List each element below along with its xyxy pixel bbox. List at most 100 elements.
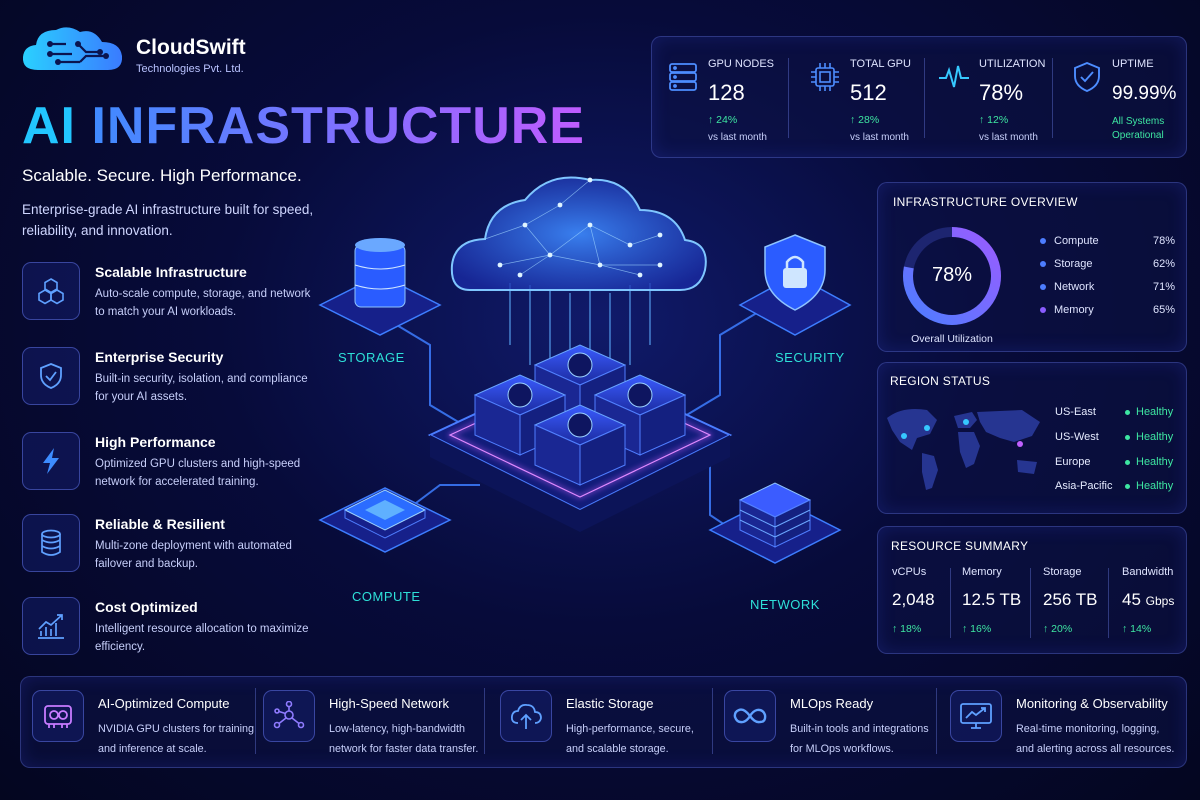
- resource-label: vCPUs: [892, 566, 927, 578]
- resource-change: ↑ 20%: [1043, 623, 1073, 635]
- stat-total-gpu: TOTAL GPU 512 ↑ 28% vs last month: [800, 48, 925, 148]
- feature-description: Multi-zone deployment with automated fai…: [95, 540, 292, 570]
- region-name: US-West: [1055, 431, 1099, 443]
- pulse-icon: [939, 65, 969, 88]
- cloud-circuit-logo-icon: [22, 27, 123, 70]
- divider: [255, 688, 256, 754]
- feature-title: High Performance: [95, 434, 216, 450]
- divider: [1030, 568, 1031, 638]
- divider: [950, 568, 951, 638]
- server-cluster-icon: [473, 344, 687, 486]
- legend-value: 71%: [1152, 281, 1175, 293]
- donut-caption: Overall Utilization: [911, 333, 993, 345]
- feature-description: Auto-scale compute, storage, and network…: [95, 288, 311, 318]
- resource-label: Bandwidth: [1122, 566, 1174, 578]
- stat-change: ↑ 28%: [850, 114, 880, 126]
- hero-title-infrastructure: INFRASTRUCTURE: [91, 97, 585, 155]
- feature-title: Scalable Infrastructure: [95, 264, 247, 280]
- bottom-feature-storage: Elastic Storage High-performance, secure…: [500, 686, 715, 756]
- bottom-feature-title: AI-Optimized Compute: [98, 696, 230, 711]
- stat-value: 78%: [979, 80, 1024, 105]
- legend-dot: [1040, 261, 1046, 268]
- infrastructure-diagram: [318, 176, 852, 564]
- region-status: Healthy: [1125, 406, 1173, 418]
- chip-icon: [811, 63, 839, 91]
- diagram-label-security: SECURITY: [775, 350, 845, 365]
- legend-label: Storage: [1054, 258, 1093, 270]
- stat-change: All Systems: [1112, 116, 1165, 127]
- monitor-chart-icon: [950, 690, 1002, 742]
- stat-uptime: UPTIME 99.99% All Systems Operational: [1062, 48, 1182, 148]
- region-marker-us-west: [901, 433, 907, 439]
- feature-reliable-resilient: Reliable & Resilient Multi-zone deployme…: [22, 512, 322, 578]
- stat-label: UTILIZATION: [979, 58, 1046, 70]
- stat-sub: vs last month: [708, 132, 767, 143]
- infinity-icon: [724, 690, 776, 742]
- brand-subtitle: Technologies Pvt. Ltd.: [136, 63, 244, 75]
- legend-value: 78%: [1152, 235, 1175, 247]
- divider: [936, 688, 937, 754]
- legend-value: 62%: [1152, 258, 1175, 270]
- database-icon: [22, 514, 80, 572]
- compute-chip-icon: [318, 487, 452, 553]
- resource-summary-title: RESOURCE SUMMARY: [891, 539, 1029, 553]
- resource-bandwidth: Bandwidth 45 Gbps ↑ 14%: [1122, 566, 1192, 635]
- bottom-feature-network: High-Speed Network Low-latency, high-ban…: [263, 686, 483, 756]
- bottom-feature-description: Low-latency, high-bandwidth network for …: [329, 723, 479, 755]
- region-marker-us-east: [924, 425, 930, 431]
- network-switch-icon: [708, 482, 842, 564]
- feature-description: Optimized GPU clusters and high-speed ne…: [95, 458, 301, 488]
- legend-dot: [1040, 307, 1046, 314]
- brand-name: CloudSwift: [136, 36, 246, 59]
- resource-value: 256 TB: [1043, 590, 1098, 609]
- diagram-label-network: NETWORK: [750, 597, 820, 612]
- shield-check-icon: [22, 347, 80, 405]
- resource-summary-panel: [877, 526, 1187, 654]
- gpu-icon: [32, 690, 84, 742]
- feature-high-performance: High Performance Optimized GPU clusters …: [22, 430, 322, 496]
- divider: [1052, 58, 1053, 138]
- stat-utilization: UTILIZATION 78% ↑ 12% vs last month: [929, 48, 1054, 148]
- bottom-feature-title: MLOps Ready: [790, 696, 874, 711]
- storage-node-icon: [318, 238, 442, 336]
- bottom-feature-ai-compute: AI-Optimized Compute NVIDIA GPU clusters…: [32, 686, 257, 756]
- legend-label: Network: [1054, 281, 1095, 293]
- bottom-feature-description: Built-in tools and integrations for MLOp…: [790, 723, 929, 755]
- feature-description: Built-in security, isolation, and compli…: [95, 373, 308, 403]
- divider: [484, 688, 485, 754]
- lightning-icon: [22, 432, 80, 490]
- tagline: Scalable. Secure. High Performance.: [22, 166, 302, 185]
- hero-title: AI INFRASTRUCTURE: [22, 96, 585, 156]
- stat-value: 99.99%: [1112, 83, 1177, 104]
- resource-label: Memory: [962, 566, 1002, 578]
- feature-title: Reliable & Resilient: [95, 516, 225, 532]
- feature-cost-optimized: Cost Optimized Intelligent resource allo…: [22, 595, 322, 661]
- resource-change: ↑ 14%: [1122, 623, 1152, 635]
- cubes-icon: [22, 262, 80, 320]
- stat-gpu-nodes: GPU NODES 128 ↑ 24% vs last month: [658, 48, 788, 148]
- stat-value: 512: [850, 80, 887, 105]
- feature-description: Intelligent resource allocation to maxim…: [95, 623, 309, 653]
- stat-label: TOTAL GPU: [850, 58, 911, 70]
- donut-center-value: 78%: [931, 264, 973, 286]
- stats-panel: [651, 36, 1187, 158]
- bottom-feature-title: Monitoring & Observability: [1016, 696, 1168, 711]
- stat-change: ↑ 24%: [708, 114, 738, 126]
- resource-value: 45 Gbps: [1122, 590, 1175, 609]
- resource-change: ↑ 18%: [892, 623, 922, 635]
- bottom-feature-title: High-Speed Network: [329, 696, 449, 711]
- world-map-icon: [887, 409, 1040, 490]
- feature-title: Cost Optimized: [95, 599, 198, 615]
- diagram-label-storage: STORAGE: [338, 350, 405, 365]
- bottom-feature-description: NVIDIA GPU clusters for training and inf…: [98, 723, 255, 755]
- server-icon: [669, 63, 697, 91]
- stat-sub: Operational: [1112, 130, 1164, 141]
- legend-dot: [1040, 284, 1046, 291]
- legend-value: 65%: [1152, 304, 1175, 316]
